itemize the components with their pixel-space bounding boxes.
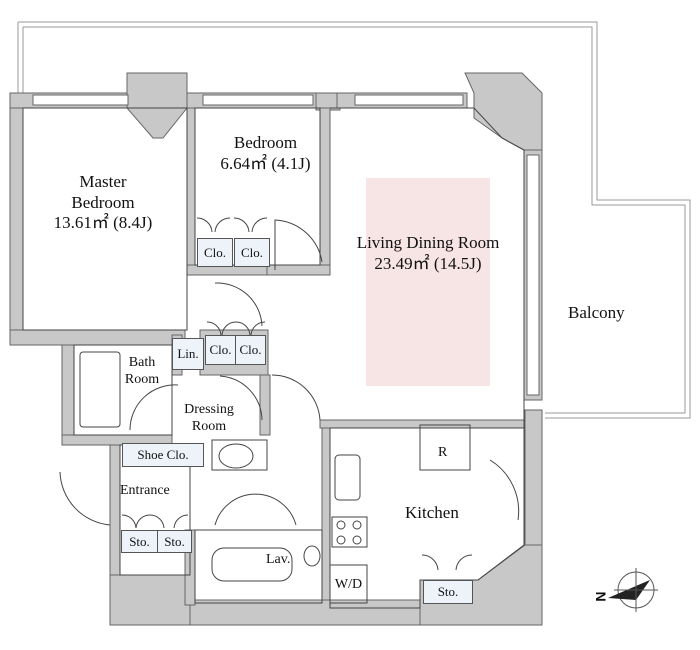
storage-2: Sto. (157, 530, 192, 553)
closet-1: Clo. (197, 238, 233, 267)
bath-line2: Room (124, 372, 160, 388)
compass-icon (608, 568, 658, 612)
living-label: Living Dining Room 23.49㎡ (14.5J) (338, 233, 518, 274)
compass-north-label: N (592, 591, 609, 602)
dressing-room-label: Dressing Room (176, 401, 242, 435)
master-bedroom-line1: Master (79, 172, 127, 191)
dressing-line2: Room (191, 419, 227, 435)
balcony-label: Balcony (568, 303, 625, 322)
kitchen-label: Kitchen (405, 503, 459, 522)
interior-lines (22, 107, 525, 609)
linen-closet: Lin. (172, 338, 204, 370)
living-line1: Living Dining Room (356, 233, 500, 252)
closet-4: Clo. (235, 335, 266, 365)
entrance-label: Entrance (120, 483, 170, 498)
master-bedroom-area: 13.61㎡ (8.4J) (53, 213, 153, 233)
refrigerator-label: R (438, 445, 448, 460)
windows (32, 94, 540, 396)
lav-label: Lav. (266, 552, 291, 567)
bedroom-line1: Bedroom (233, 133, 298, 152)
storage-kitchen: Sto. (423, 580, 473, 604)
living-highlight (366, 178, 490, 386)
bedroom-area: 6.64㎡ (4.1J) (220, 153, 311, 173)
shoe-closet: Shoe Clo. (122, 443, 204, 467)
master-bedroom-line2: Bedroom (71, 192, 135, 212)
master-bedroom-label: Master Bedroom 13.61㎡ (8.4J) (43, 172, 163, 234)
bedroom-label: Bedroom 6.64㎡ (4.1J) (198, 133, 333, 174)
closet-3: Clo. (205, 335, 236, 365)
storage-1: Sto. (121, 530, 158, 553)
dressing-line1: Dressing (184, 402, 234, 417)
living-area: 23.49㎡ (14.5J) (374, 253, 482, 273)
bath-line1: Bath (128, 355, 156, 370)
balcony-railing (17, 21, 691, 419)
washer-dryer-label: W/D (334, 577, 363, 592)
door-swings (59, 217, 520, 571)
closet-2: Clo. (234, 238, 270, 267)
bath-room-label: Bath Room (116, 354, 168, 388)
